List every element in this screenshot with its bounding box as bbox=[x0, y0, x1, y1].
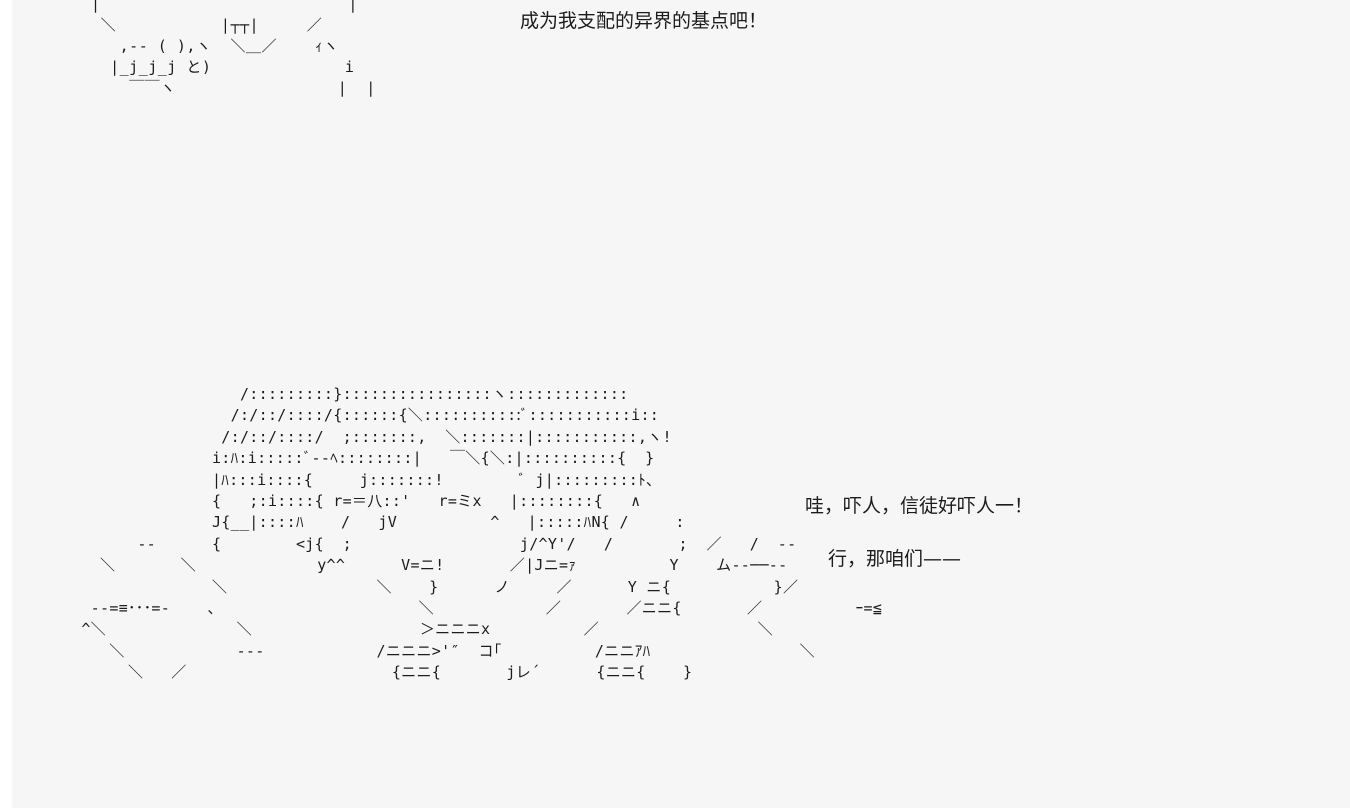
content-panel: | | ＼ |┬┬| ／ ,-- ( ),ヽ ＼＿／ ｨヽ |_j_j_j と)… bbox=[12, 0, 1350, 808]
dialogue-go-line: 行，那咱们—— bbox=[828, 548, 962, 570]
ascii-art-bottom-character: /:::::::::}::::::::::::::::ヽ::::::::::::… bbox=[81, 385, 883, 682]
ascii-art-top-character: | | ＼ |┬┬| ／ ,-- ( ),ヽ ＼＿／ ｨヽ |_j_j_j と)… bbox=[91, 0, 376, 97]
dialogue-top-line: 成为我支配的异界的基点吧！ bbox=[520, 10, 768, 32]
dialogue-wow-line: 哇，吓人，信徒好吓人一！ bbox=[805, 495, 1034, 517]
